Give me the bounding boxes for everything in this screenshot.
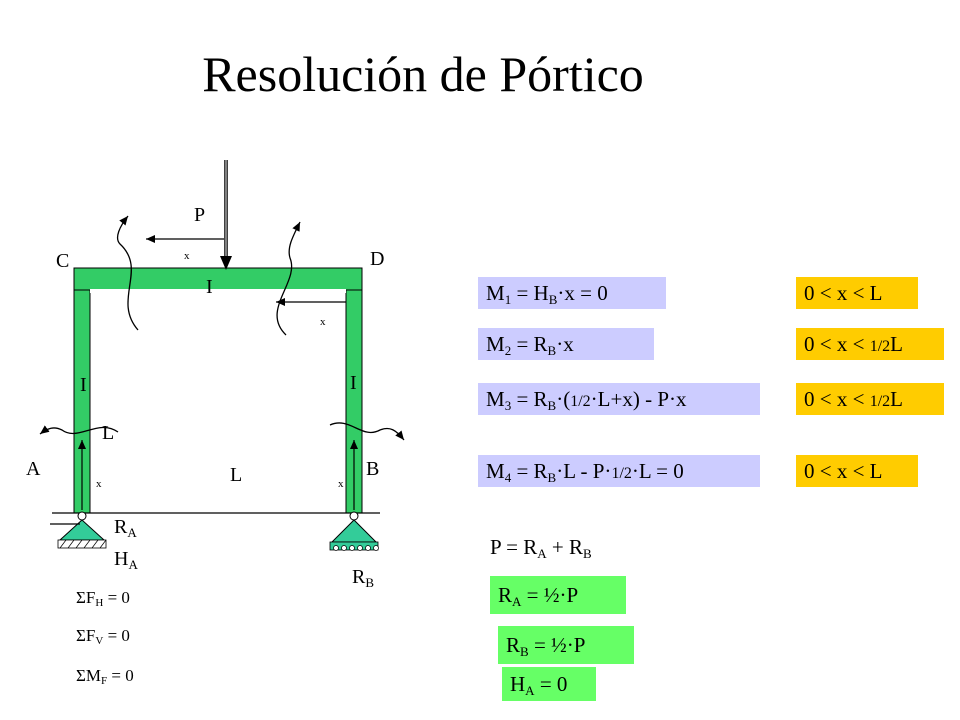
node-a-label: A	[26, 458, 41, 480]
load-label: P	[194, 204, 206, 226]
moment-eq-2: M2 = RB·x	[478, 328, 654, 360]
reaction-rb-label: RB	[352, 566, 375, 590]
node-c-label: C	[56, 250, 70, 272]
section-x-beam-right: x	[320, 316, 326, 328]
support-b	[330, 519, 378, 543]
result-ha: HA = 0	[502, 667, 596, 701]
support-a	[58, 519, 106, 541]
moment-eq-4: M4 = RB·L - P·1/2·L = 0	[478, 455, 760, 487]
inertia-beam-label: I	[206, 276, 213, 298]
page-title: Resolución de Pórtico	[202, 46, 644, 102]
result-rb: RB = ½·P	[498, 626, 634, 664]
range-4: 0 < x < L	[796, 455, 918, 487]
result-ra: RA = ½·P	[490, 576, 626, 614]
top-beam	[73, 267, 363, 291]
vertical-balance-eq: P = RA + RB	[490, 535, 592, 561]
length-bottom-label: L	[230, 464, 243, 486]
reaction-ra-label: RA	[114, 516, 137, 540]
moment-eq-1: M1 = HB·x = 0	[478, 277, 666, 309]
inertia-left-label: I	[80, 374, 87, 396]
equilibrium-fh: ΣFH = 0	[76, 588, 130, 609]
range-2: 0 < x < 1/2L	[796, 328, 944, 360]
node-b-label: B	[366, 458, 380, 480]
section-x-col-left: x	[96, 478, 102, 490]
cut-curve-3	[39, 425, 119, 435]
section-x-beam-left: x	[184, 250, 190, 262]
range-1: 0 < x < L	[796, 277, 918, 309]
cut-curve-1	[116, 215, 139, 331]
node-d-label: D	[370, 248, 385, 270]
moment-eq-3: M3 = RB·(1/2·L+x) - P·x	[478, 383, 760, 415]
reaction-ha-label: HA	[114, 548, 138, 572]
length-left-label: L	[102, 422, 115, 444]
inertia-right-label: I	[350, 372, 357, 394]
cut-curve-2	[276, 221, 301, 336]
equilibrium-fv: ΣFV = 0	[76, 626, 130, 647]
equilibrium-mf: ΣMF = 0	[76, 666, 134, 687]
section-x-col-right: x	[338, 478, 344, 490]
cut-curve-4	[329, 422, 405, 441]
range-3: 0 < x < 1/2L	[796, 383, 944, 415]
